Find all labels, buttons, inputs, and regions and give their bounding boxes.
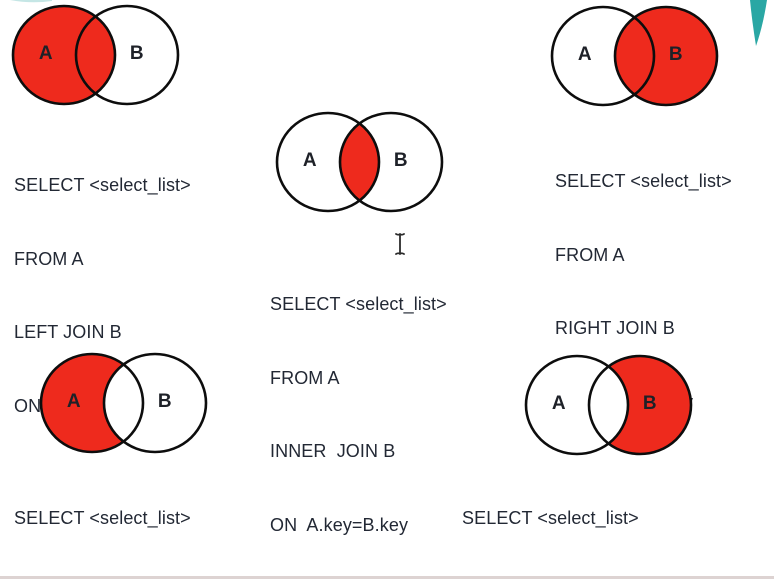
venn-right-join-exclusive-graphic xyxy=(524,354,693,456)
circle-a-label: A xyxy=(66,391,82,412)
sql-left-join-exclusive: SELECT <select_list> FROM A LEFT JOIN B … xyxy=(14,457,191,579)
circle-a-label: A xyxy=(577,44,593,65)
sql-line: SELECT <select_list> xyxy=(555,171,732,191)
sql-line: FROM A xyxy=(270,367,340,388)
sql-line: SELECT <select_list> xyxy=(14,508,191,528)
venn-inner-join-graphic xyxy=(275,111,444,213)
text-cursor-icon xyxy=(395,233,405,255)
teal-topleft-sliver xyxy=(10,0,52,3)
circle-a-label: A xyxy=(551,393,567,414)
sql-line: SELECT <select_list> xyxy=(270,294,447,314)
circle-b-label: B xyxy=(129,43,145,64)
sql-line: INNER JOIN B xyxy=(270,441,396,461)
venn-inner-join: A B xyxy=(272,109,448,215)
circle-b-label: B xyxy=(393,150,409,171)
circle-b-label: B xyxy=(668,44,684,65)
venn-left-join-exclusive-graphic xyxy=(39,352,208,454)
circle-b-label: B xyxy=(642,393,658,414)
bottom-edge-strip xyxy=(0,576,774,579)
circle-b-label: B xyxy=(157,391,173,412)
sql-line: SELECT <select_list> xyxy=(14,175,191,195)
circle-a-label: A xyxy=(302,150,318,171)
sql-line: FROM A xyxy=(14,248,84,269)
circle-a-label: A xyxy=(38,43,54,64)
teal-corner-accent xyxy=(750,0,767,46)
sql-right-join-exclusive: SELECT <select_list> FROM A RIGHT JOIN B… xyxy=(462,457,639,579)
sql-inner-join: SELECT <select_list> FROM A INNER JOIN B… xyxy=(270,243,447,579)
sql-line: ON A.key=B.key xyxy=(270,514,409,535)
venn-right-join: A B xyxy=(547,3,723,109)
venn-left-join-graphic xyxy=(11,4,180,106)
sql-line: FROM A xyxy=(555,244,625,265)
sql-line: RIGHT JOIN B xyxy=(555,318,675,338)
sql-line: LEFT JOIN B xyxy=(14,322,122,342)
venn-right-join-graphic xyxy=(550,5,719,107)
venn-left-join-exclusive: A B xyxy=(36,350,212,456)
sql-line: SELECT <select_list> xyxy=(462,508,639,528)
venn-left-join: A B xyxy=(8,2,184,108)
venn-right-join-exclusive: A B xyxy=(521,352,697,458)
